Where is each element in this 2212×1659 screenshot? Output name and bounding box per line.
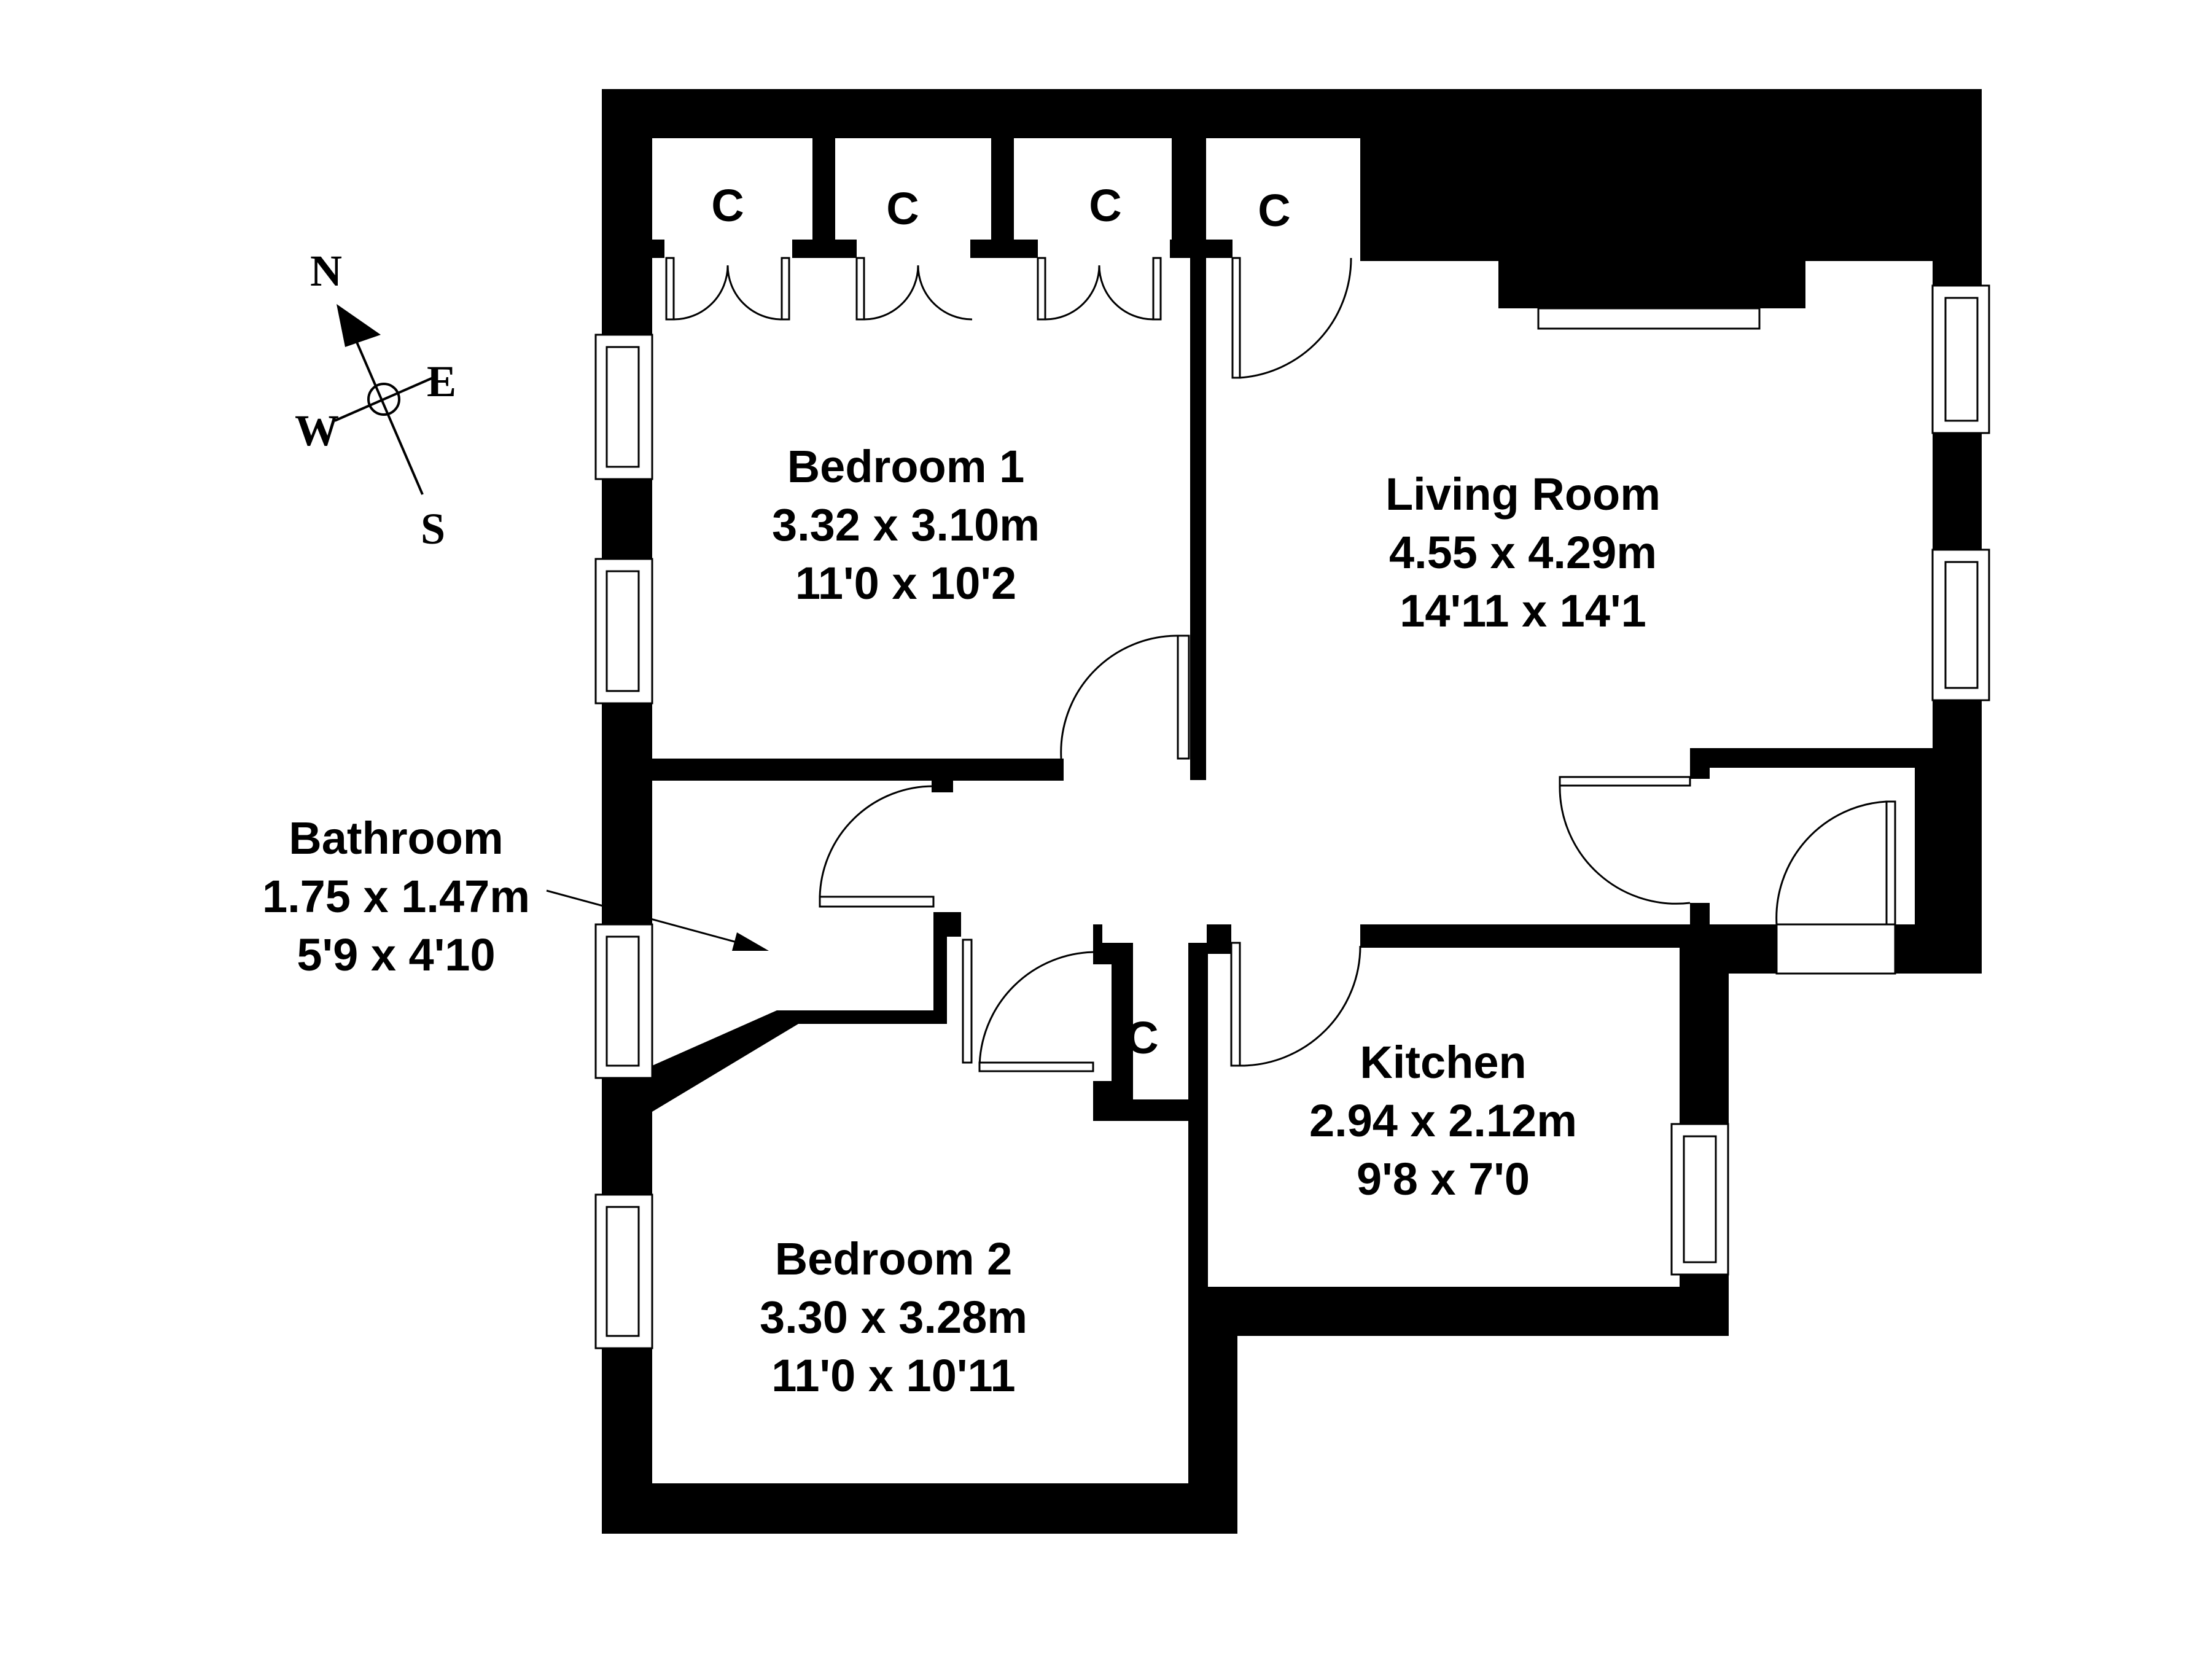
- compass-rose-icon: [367, 383, 400, 416]
- living-room-name: Living Room: [1385, 469, 1661, 520]
- bathroom-name: Bathroom: [289, 813, 503, 864]
- bathroom-imperial: 5'9 x 4'10: [297, 929, 495, 980]
- closet-label: C: [1258, 185, 1290, 236]
- north-arrow-icon: [337, 304, 381, 347]
- bathroom-metric: 1.75 x 1.47m: [262, 871, 530, 922]
- living-room-imperial: 14'11 x 14'1: [1400, 585, 1646, 636]
- compass: N E S W: [295, 246, 456, 553]
- bedroom1-metric: 3.32 x 3.10m: [772, 499, 1040, 550]
- closet-labels: C C C C C: [711, 180, 1290, 1063]
- kitchen-name: Kitchen: [1360, 1037, 1526, 1088]
- kitchen-metric: 2.94 x 2.12m: [1309, 1095, 1577, 1146]
- bedroom1-name: Bedroom 1: [787, 441, 1025, 492]
- closet-label: C: [1089, 180, 1121, 231]
- room-labels: Bedroom 1 3.32 x 3.10m 11'0 x 10'2 Livin…: [262, 441, 1661, 1401]
- compass-south: S: [421, 504, 445, 553]
- bedroom2-imperial: 11'0 x 10'11: [771, 1350, 1015, 1401]
- bathroom-arrow: [546, 889, 769, 951]
- closet-label: C: [711, 180, 744, 231]
- bedroom2-metric: 3.30 x 3.28m: [760, 1292, 1027, 1343]
- kitchen-imperial: 9'8 x 7'0: [1357, 1153, 1530, 1204]
- windows: [594, 284, 1990, 1349]
- compass-east: E: [427, 357, 456, 406]
- closet-label: C: [886, 183, 919, 234]
- compass-north: N: [310, 246, 342, 295]
- closet-label: C: [1126, 1012, 1158, 1063]
- doors: [665, 257, 1896, 1072]
- bedroom1-imperial: 11'0 x 10'2: [795, 558, 1016, 609]
- living-room-metric: 4.55 x 4.29m: [1389, 527, 1657, 578]
- compass-west: W: [295, 406, 339, 455]
- bedroom2-name: Bedroom 2: [775, 1233, 1013, 1284]
